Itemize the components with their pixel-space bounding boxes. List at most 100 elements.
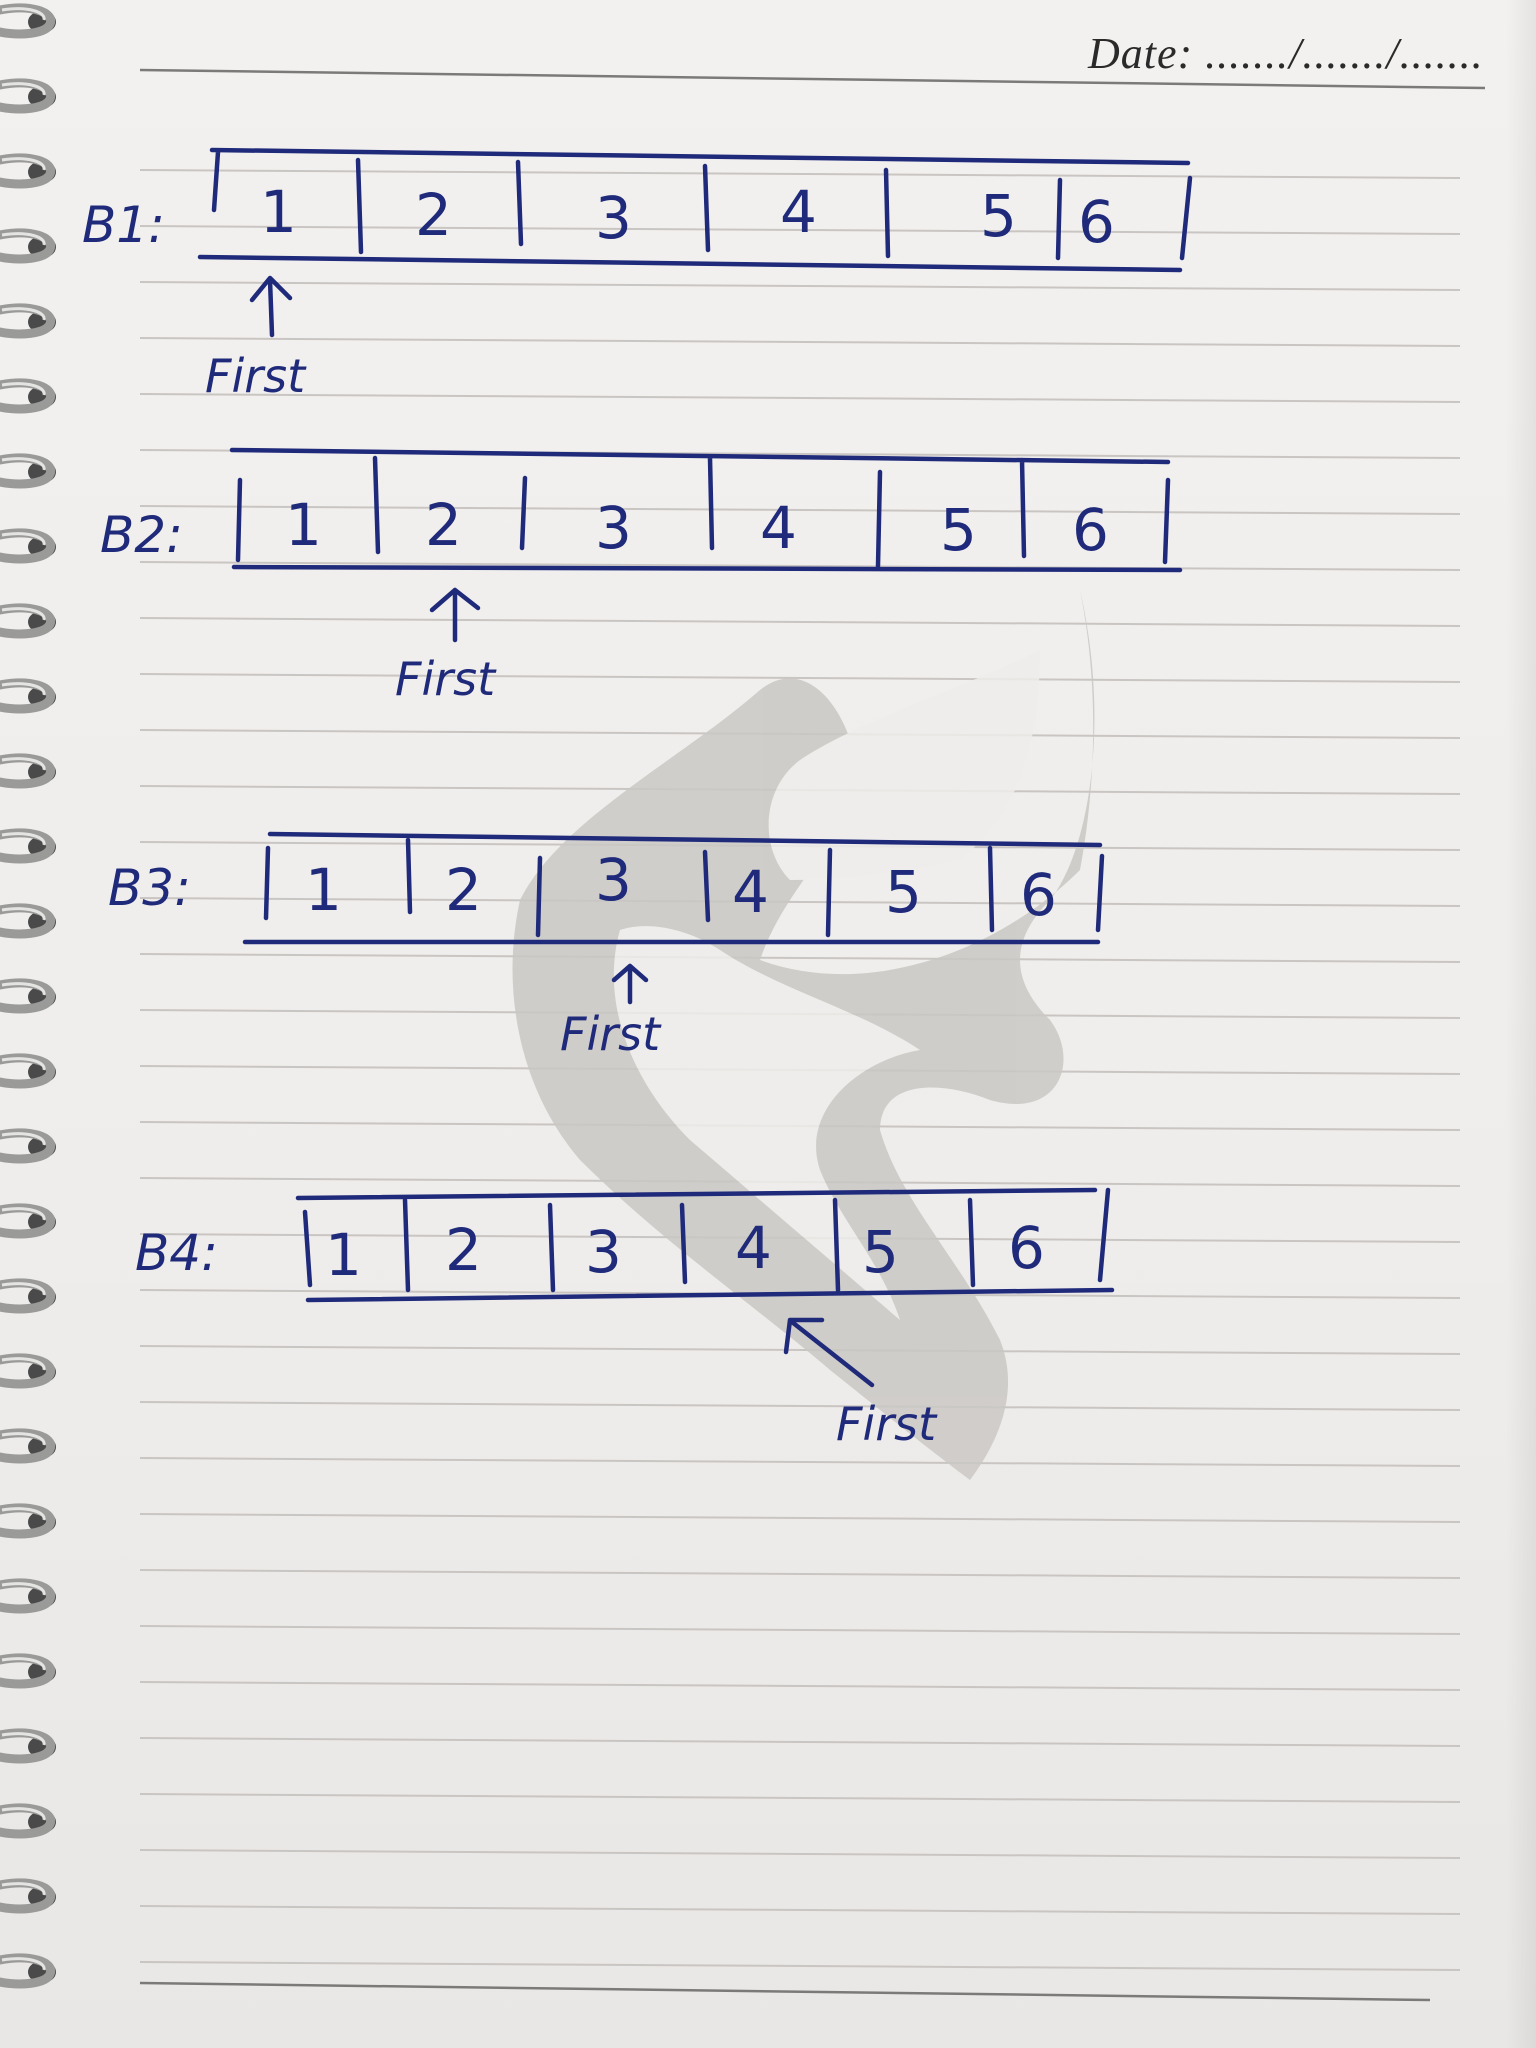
cell: 5 <box>862 1218 899 1286</box>
row-label: B2: <box>100 506 183 564</box>
cell: 4 <box>760 494 797 562</box>
ruled-line <box>139 1737 1461 1747</box>
cell: 2 <box>425 491 462 559</box>
row-label: B1: <box>82 196 165 254</box>
cell: 5 <box>980 182 1017 250</box>
up-arrow-icon <box>783 1317 875 1388</box>
spiral-ring <box>0 603 56 639</box>
cell: 4 <box>732 858 769 926</box>
spiral-ring <box>0 453 56 489</box>
ruled-line <box>139 561 1461 571</box>
first-pointer-label: First <box>395 652 497 706</box>
spiral-ring <box>0 1803 56 1839</box>
spiral-ring <box>0 1278 56 1314</box>
cell: 2 <box>445 1216 482 1284</box>
cell: 5 <box>940 496 977 564</box>
ruled-line <box>139 1961 1461 1971</box>
spiral-ring <box>0 153 56 189</box>
up-arrow-icon <box>611 963 649 1005</box>
spiral-ring <box>0 228 56 264</box>
cell: 1 <box>285 491 322 559</box>
first-pointer-label: First <box>836 1397 938 1451</box>
spiral-ring <box>0 78 56 114</box>
array-row-b3: B3: 1 2 3 4 5 6 First <box>108 831 1105 1061</box>
ruled-line <box>139 1905 1461 1915</box>
cell: 3 <box>595 184 632 252</box>
array-box <box>197 147 1193 273</box>
spiral-ring <box>0 1428 56 1464</box>
spiral-ring <box>0 903 56 939</box>
first-pointer-label: First <box>560 1007 662 1061</box>
up-arrow-icon <box>249 275 293 338</box>
ruled-line <box>139 953 1461 963</box>
watermark-logo-icon <box>512 590 1095 1480</box>
ruled-line <box>139 337 1461 347</box>
spiral-binding-icon <box>0 3 56 1989</box>
array-box <box>295 1187 1115 1303</box>
cell: 6 <box>1008 1214 1045 1282</box>
cell: 1 <box>325 1221 362 1289</box>
cell: 2 <box>445 856 482 924</box>
spiral-ring <box>0 753 56 789</box>
ruled-line <box>139 673 1461 683</box>
spiral-ring <box>0 1053 56 1089</box>
cell: 3 <box>595 494 632 562</box>
ruled-line <box>139 393 1461 403</box>
first-pointer-label: First <box>205 349 307 403</box>
spiral-ring <box>0 378 56 414</box>
cell: 4 <box>735 1214 772 1282</box>
spiral-ring <box>0 1653 56 1689</box>
cell: 5 <box>885 858 922 926</box>
array-box <box>229 447 1183 573</box>
spiral-ring <box>0 1353 56 1389</box>
ruled-line <box>139 1345 1461 1355</box>
spiral-ring <box>0 978 56 1014</box>
cell: 2 <box>415 181 452 249</box>
spiral-ring <box>0 1728 56 1764</box>
ruled-line <box>139 169 1461 179</box>
spiral-ring <box>0 678 56 714</box>
spiral-ring <box>0 1578 56 1614</box>
ruled-line <box>139 897 1461 907</box>
spiral-ring <box>0 303 56 339</box>
cell: 6 <box>1020 861 1057 929</box>
cell: 6 <box>1072 496 1109 564</box>
spiral-ring <box>0 828 56 864</box>
cell: 3 <box>595 846 632 914</box>
array-row-b4: B4: 1 2 3 4 5 6 First <box>135 1187 1115 1451</box>
ruled-line <box>139 1457 1461 1467</box>
footer-rule <box>139 1981 1431 2002</box>
ruled-line <box>139 1513 1461 1523</box>
spiral-ring <box>0 1128 56 1164</box>
cell: 3 <box>585 1218 622 1286</box>
spiral-ring <box>0 1203 56 1239</box>
row-label: B4: <box>135 1224 218 1282</box>
ruled-line <box>139 1401 1461 1411</box>
ruled-line <box>139 505 1461 515</box>
up-arrow-icon <box>429 587 481 643</box>
spiral-ring <box>0 528 56 564</box>
cell: 4 <box>780 178 817 246</box>
array-row-b2: B2: 1 2 3 4 5 6 First <box>100 447 1183 706</box>
spiral-ring <box>0 1503 56 1539</box>
ruled-line <box>139 1793 1461 1803</box>
ruled-line <box>139 617 1461 627</box>
ruled-line <box>139 1625 1461 1635</box>
cell: 1 <box>260 178 297 246</box>
row-label: B3: <box>108 859 191 917</box>
spiral-ring <box>0 3 56 39</box>
ruled-line <box>139 1569 1461 1579</box>
ruled-line <box>139 281 1461 291</box>
paper-edge-shadow <box>1506 0 1536 2048</box>
cell: 1 <box>305 856 342 924</box>
ruled-line <box>139 1849 1461 1859</box>
header-rule <box>139 68 1486 90</box>
ruled-line <box>139 1681 1461 1691</box>
array-row-b1: B1: 1 2 3 4 5 6 First <box>82 147 1193 403</box>
spiral-ring <box>0 1953 56 1989</box>
array-box <box>242 831 1105 945</box>
cell: 6 <box>1078 188 1115 256</box>
date-header: Date: ......./......./....... <box>1088 29 1484 78</box>
